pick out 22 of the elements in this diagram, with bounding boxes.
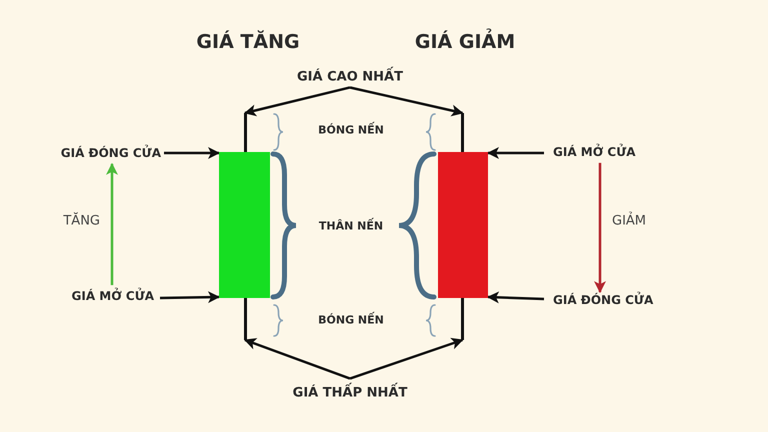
price-label: GIÁ MỞ CỬA (553, 146, 636, 160)
arrow (594, 162, 606, 294)
candle-wick (244, 113, 246, 152)
arrow (350, 338, 464, 380)
edge-label: TĂNG (63, 214, 100, 230)
candle-wick (244, 298, 246, 340)
heading: GIÁ TĂNG (196, 32, 300, 54)
price-label: GIÁ MỞ CỬA (72, 290, 154, 304)
arrow (164, 147, 220, 159)
arrow (350, 86, 464, 116)
candle-body (438, 152, 488, 298)
price-label: GIÁ ĐÓNG CỬA (60, 147, 161, 161)
candle-wick (461, 113, 464, 152)
arrow (244, 338, 350, 380)
arrow (244, 86, 350, 116)
candle-body (219, 152, 270, 298)
arrow (487, 147, 544, 159)
arrow (106, 162, 118, 286)
price-label: GIÁ ĐÓNG CỬA (553, 294, 654, 308)
arrow (160, 291, 220, 304)
candle-wick (461, 298, 464, 340)
arrow (487, 291, 544, 304)
